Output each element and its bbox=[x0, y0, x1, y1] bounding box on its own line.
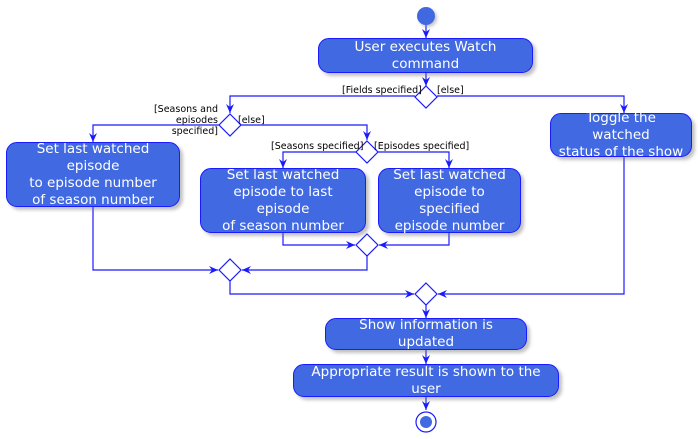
edge-season-to-mergeA bbox=[282, 233, 355, 249]
node-user-executes-watch-command: User executes Watch command bbox=[318, 38, 533, 73]
end-node-inner bbox=[420, 416, 432, 428]
edge-episode-to-mergeA bbox=[379, 233, 450, 249]
guard-else-top: [else] bbox=[437, 85, 464, 96]
guard-seasons-specified: [Seasons specified] bbox=[271, 141, 364, 152]
edge-decision1-fields bbox=[226, 95, 415, 113]
decision-seasons-or-episodes bbox=[355, 140, 379, 164]
merge-fields bbox=[218, 258, 242, 282]
node-show-information-updated: Show information is updated bbox=[325, 317, 527, 350]
guard-else-mid: [else] bbox=[238, 115, 265, 126]
merge-set-episode bbox=[355, 233, 379, 257]
node-set-episode-of-season: Set last watched episode to episode numb… bbox=[6, 141, 180, 208]
start-node bbox=[417, 7, 435, 25]
guard-seasons-and-episodes-specified: [Seasons and episodes specified] bbox=[153, 104, 218, 137]
node-set-specified-episode: Set last watched episode to specified ep… bbox=[378, 167, 521, 234]
edge-decision2-else bbox=[241, 124, 371, 140]
decision-seasons-and-episodes bbox=[218, 113, 242, 137]
edge-mergeA-to-mergeB bbox=[242, 256, 368, 274]
edge-decision2-seasons-episodes bbox=[89, 124, 219, 142]
edge-toggle-to-mergeC bbox=[438, 157, 625, 298]
edge-leftbox-to-mergeB bbox=[92, 207, 218, 274]
guard-fields-specified: [Fields specified] bbox=[342, 85, 422, 96]
edge-decision3-episodes bbox=[378, 151, 453, 168]
merge-all bbox=[414, 282, 438, 306]
node-set-last-episode-of-season: Set last watched episode to last episode… bbox=[200, 167, 366, 234]
node-appropriate-result-shown: Appropriate result is shown to the user bbox=[293, 364, 559, 397]
edge-decision3-seasons bbox=[279, 151, 356, 168]
edge-mergeB-to-mergeC bbox=[229, 281, 414, 298]
guard-episodes-specified: [Episodes specified] bbox=[374, 141, 470, 152]
edge-decision1-else bbox=[437, 95, 628, 113]
node-toggle-watched-status: Toggle the watched status of the show bbox=[550, 110, 692, 160]
decision-fields-specified bbox=[414, 85, 438, 109]
